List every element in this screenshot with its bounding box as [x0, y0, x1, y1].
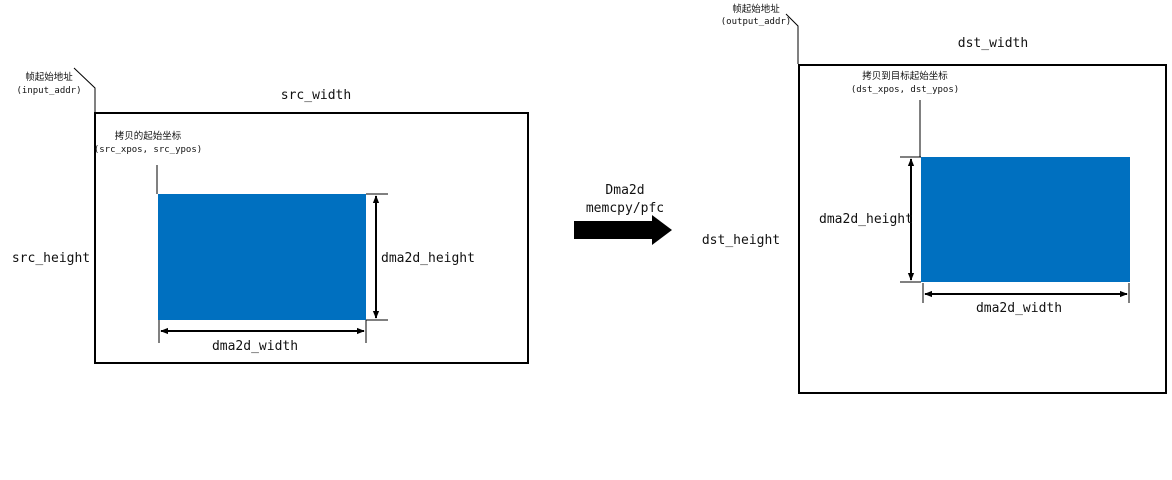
destination-copy-start-label: 拷贝到目标起始坐标 [862, 70, 948, 82]
source-frame-start-label: 帧起始地址 [25, 71, 73, 83]
destination-frame-start-var: (output_addr) [721, 17, 791, 27]
source-copy-start-var: (src_xpos, src_ypos) [94, 145, 202, 155]
destination-region-height-label: dma2d_height [819, 212, 913, 227]
destination-region-width-label: dma2d_width [976, 301, 1062, 316]
transfer-group: Dma2d memcpy/pfc [574, 183, 672, 245]
source-frame-start-var: (input_addr) [16, 86, 81, 96]
destination-frame-start-leader [785, 13, 799, 64]
transfer-label-line2: memcpy/pfc [586, 201, 664, 216]
transfer-label-line1: Dma2d [605, 183, 644, 198]
destination-region [921, 157, 1130, 282]
source-region-width-label: dma2d_width [212, 339, 298, 354]
destination-frame-start-label: 帧起始地址 [732, 3, 780, 15]
source-frame-start-leader [73, 67, 96, 112]
source-frame [94, 112, 529, 364]
right-arrow-icon [574, 215, 672, 245]
source-copy-start-label: 拷贝的起始坐标 [115, 130, 182, 142]
destination-copy-start-var: (dst_xpos, dst_ypos) [851, 85, 959, 95]
source-frame-group: 帧起始地址 (input_addr) src_width src_height … [12, 67, 529, 364]
source-width-label: src_width [281, 88, 351, 103]
destination-height-label: dst_height [702, 233, 780, 248]
source-height-label: src_height [12, 251, 90, 266]
source-region-height-label: dma2d_height [381, 251, 475, 266]
destination-width-label: dst_width [958, 36, 1028, 51]
source-region [158, 194, 366, 320]
destination-frame-group: 帧起始地址 (output_addr) dst_width dst_height… [702, 3, 1167, 394]
destination-frame [798, 64, 1167, 394]
